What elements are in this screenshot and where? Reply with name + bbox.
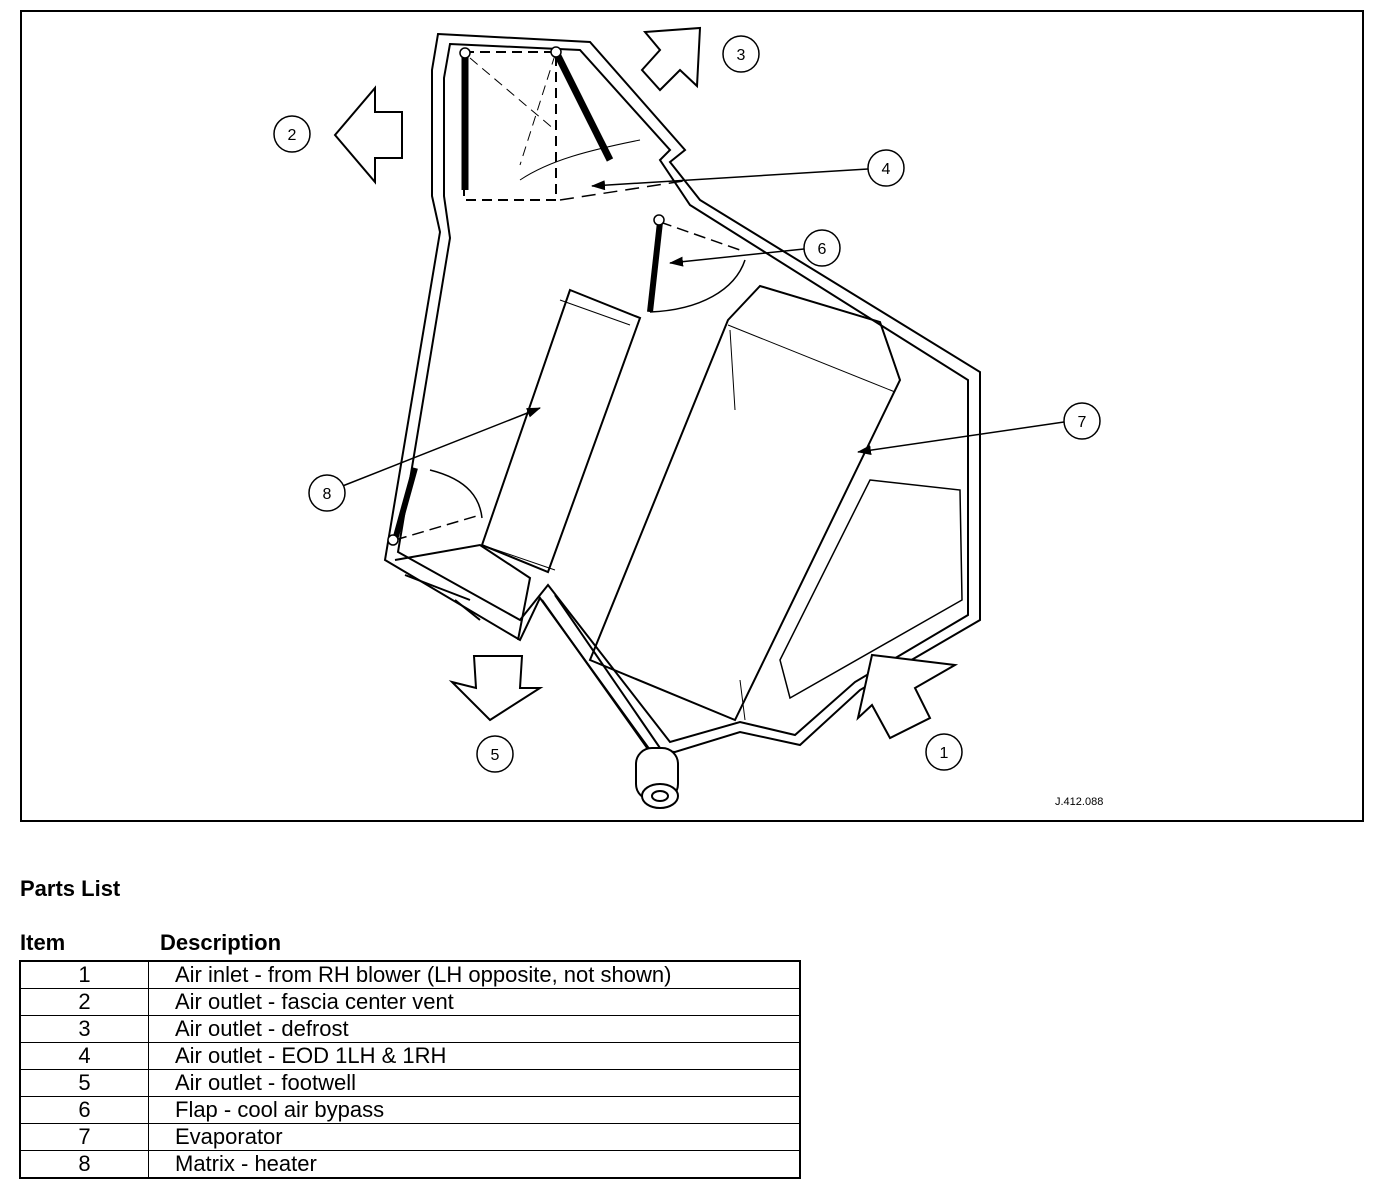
callout-6: 6 [803, 229, 841, 267]
arrow-outlet-3 [640, 26, 702, 92]
heater-matrix [480, 288, 642, 574]
item-number: 7 [20, 1123, 149, 1151]
diagram-frame [20, 10, 1364, 822]
item-description: Air outlet - defrost [148, 1015, 800, 1043]
leader-8 [339, 407, 541, 488]
item-number: 4 [20, 1042, 149, 1070]
drain-tube [541, 594, 679, 809]
arrow-outlet-5 [448, 655, 544, 722]
item-number: 5 [20, 1069, 149, 1097]
item-description: Air inlet - from RH blower (LH opposite,… [148, 960, 800, 989]
item-description: Flap - cool air bypass [148, 1096, 800, 1124]
callout-4: 4 [867, 149, 905, 187]
item-number: 1 [20, 960, 149, 989]
upper-outlet-box [459, 46, 691, 201]
svg-text:5: 5 [491, 747, 500, 764]
item-description: Evaporator [148, 1123, 800, 1151]
callout-5: 5 [476, 735, 514, 773]
svg-text:7: 7 [1078, 414, 1087, 431]
leader-4 [591, 168, 869, 191]
item-number: 2 [20, 988, 149, 1016]
item-number: 6 [20, 1096, 149, 1124]
reference-code: J.412.088 [1055, 796, 1103, 808]
description-column-header: Description [160, 930, 282, 955]
svg-text:4: 4 [882, 161, 891, 178]
evaporator [588, 284, 902, 722]
bypass-flap [647, 214, 746, 313]
leader-7 [857, 421, 1065, 456]
airflow-arrows [333, 26, 959, 740]
svg-text:1: 1 [940, 745, 949, 762]
callout-3: 3 [722, 35, 760, 73]
leader-lines [339, 168, 1065, 488]
item-description: Air outlet - EOD 1LH & 1RH [148, 1042, 800, 1070]
callout-1: 1 [925, 733, 963, 771]
svg-text:2: 2 [288, 127, 297, 144]
item-number: 8 [20, 1150, 149, 1179]
svg-text:6: 6 [818, 241, 827, 258]
footwell-flap [387, 467, 483, 546]
item-description: Air outlet - fascia center vent [148, 988, 800, 1016]
hvac-unit-diagram: 1 2 3 4 5 6 7 8 J.412.088 [273, 26, 1103, 809]
callout-2: 2 [273, 115, 311, 153]
arrow-inlet-1 [856, 653, 959, 740]
callout-8: 8 [308, 474, 346, 512]
arrow-outlet-2 [333, 85, 403, 185]
svg-text:3: 3 [737, 47, 746, 64]
inlet-duct-pocket [779, 479, 963, 700]
hvac-housing [383, 32, 981, 754]
item-description: Air outlet - footwell [148, 1069, 800, 1097]
callouts: 1 2 3 4 5 6 7 8 [273, 35, 1101, 773]
parts-list-title: Parts List [20, 876, 121, 901]
leader-6 [669, 248, 805, 267]
callout-7: 7 [1063, 402, 1101, 440]
item-description: Matrix - heater [148, 1150, 800, 1179]
item-column-header: Item [20, 930, 66, 955]
svg-text:8: 8 [323, 486, 332, 503]
item-number: 3 [20, 1015, 149, 1043]
